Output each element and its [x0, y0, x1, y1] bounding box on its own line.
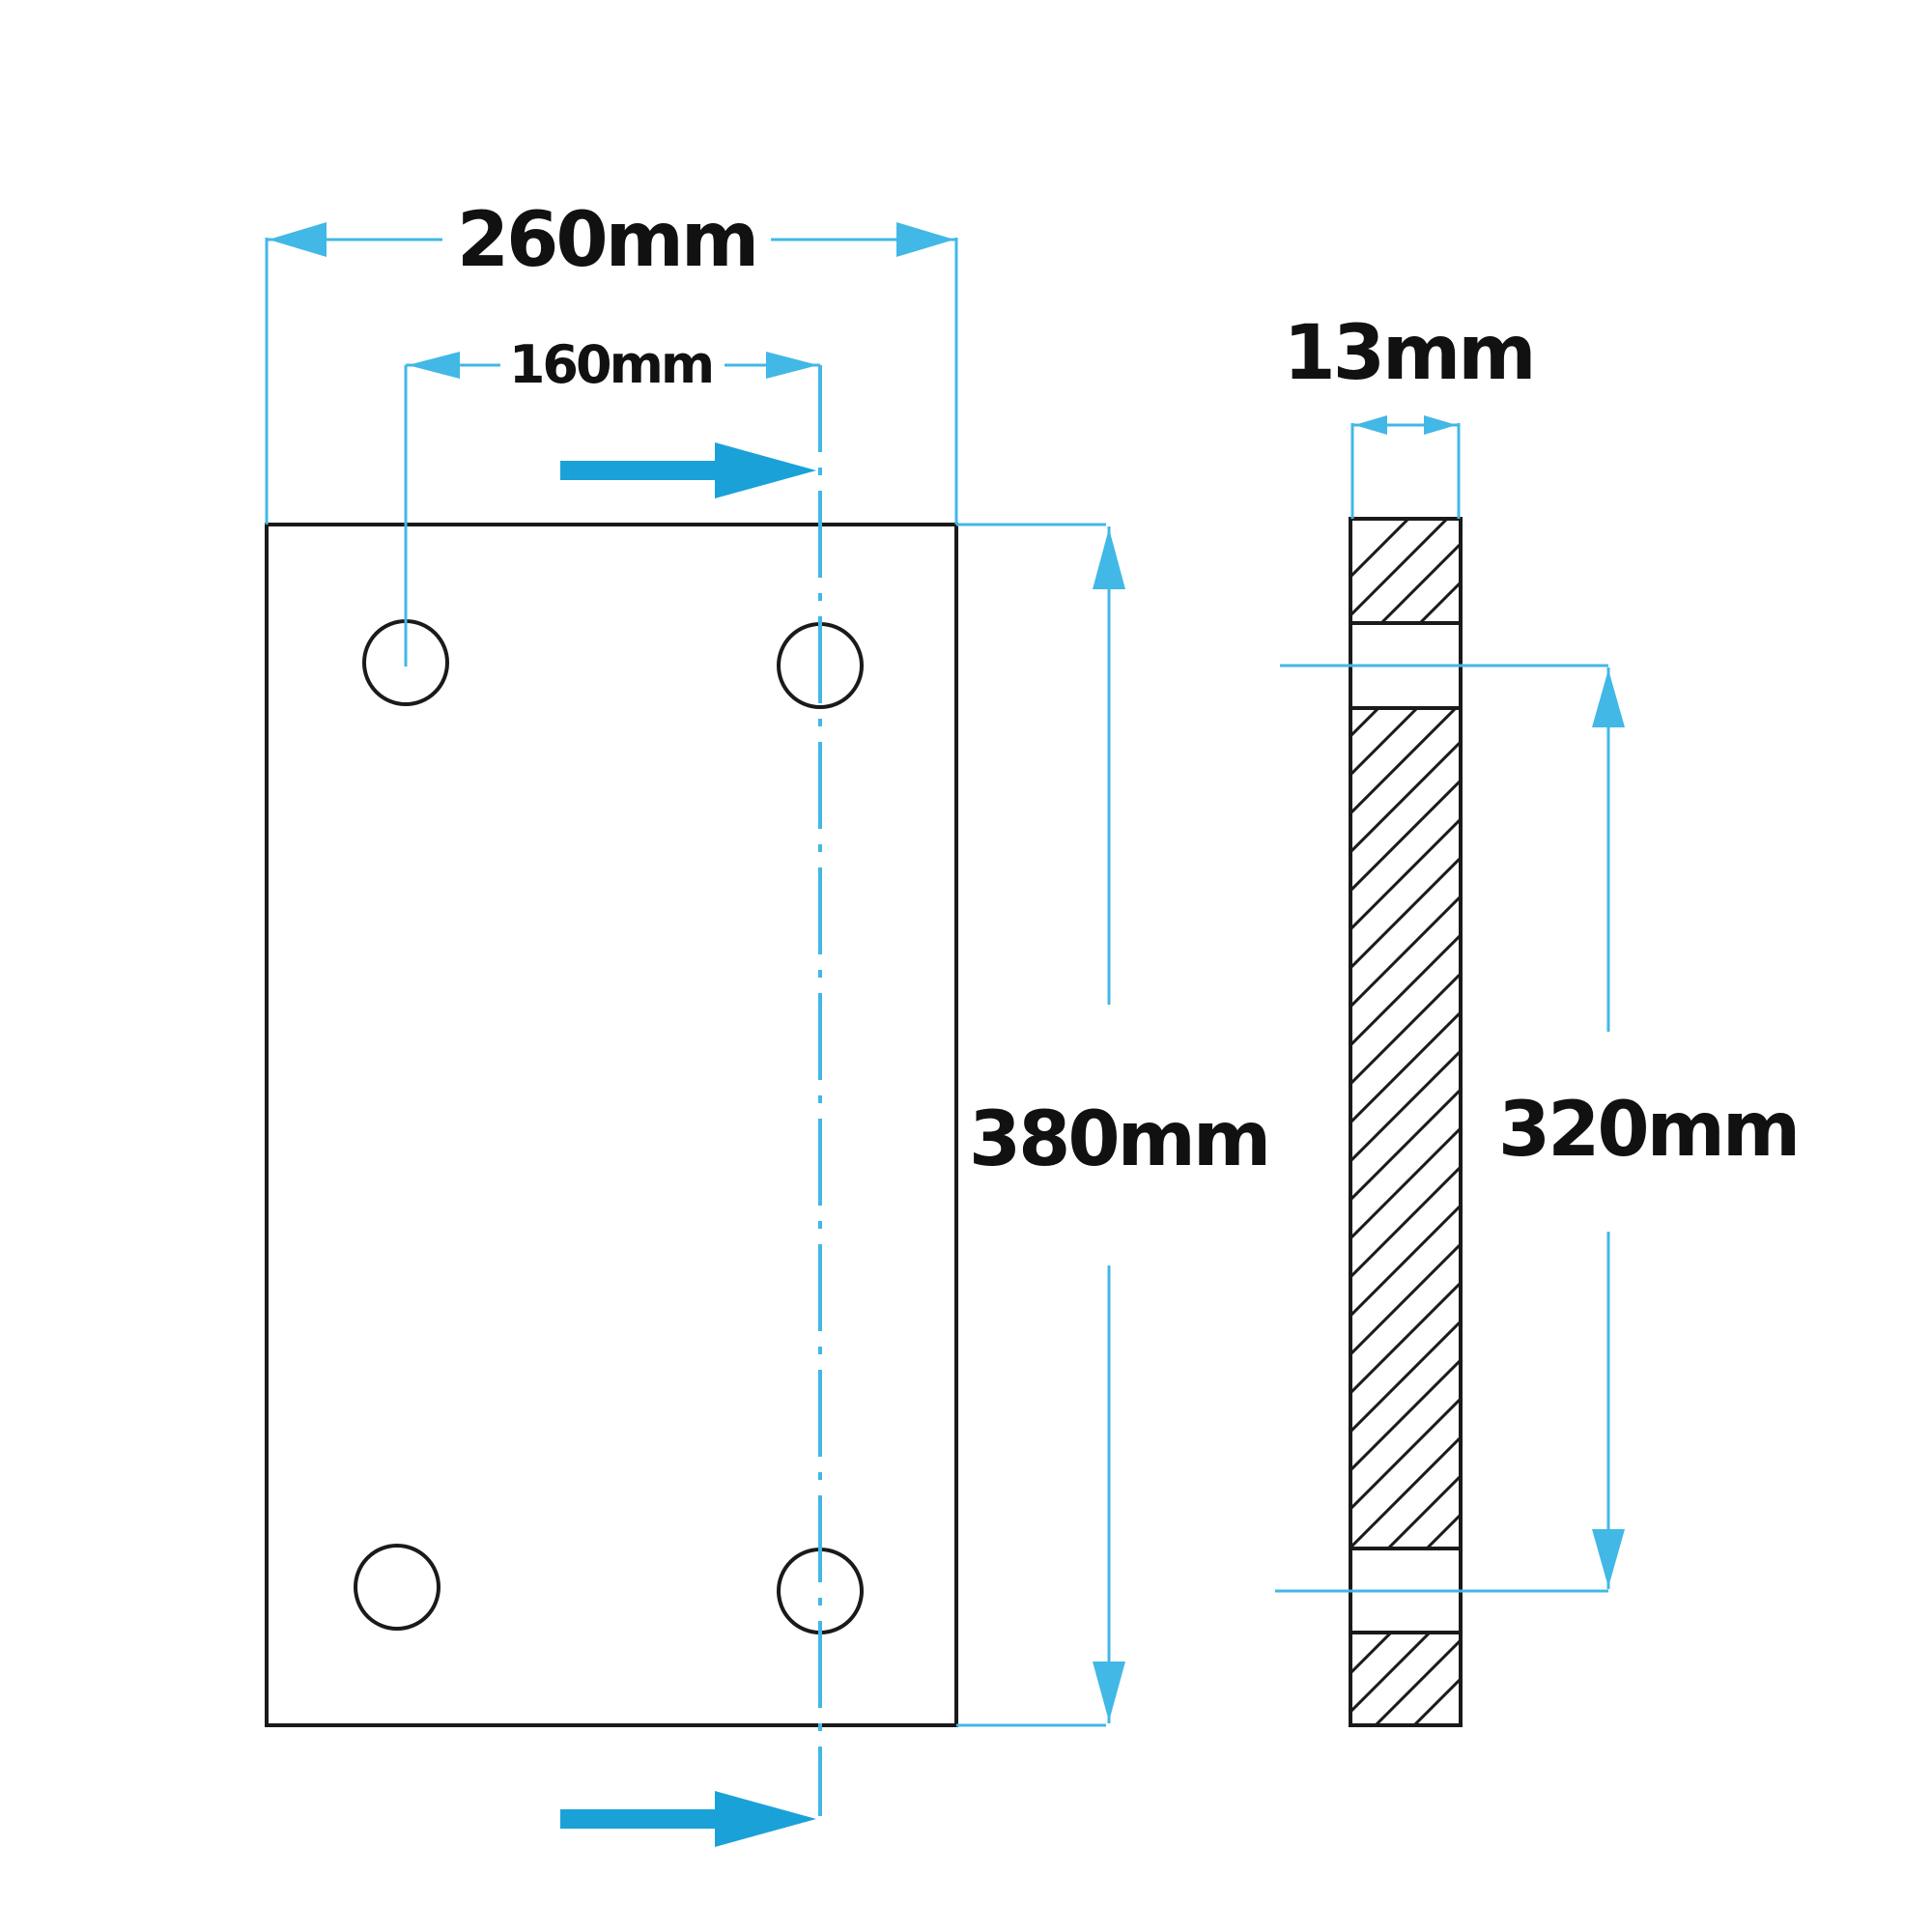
hatch-line	[1350, 1203, 1461, 1319]
hatch-line	[1350, 708, 1459, 816]
width-dimension	[265, 222, 958, 525]
bolt-hole-bottom-left	[354, 1544, 440, 1631]
height-dimension	[956, 523, 1125, 1727]
hatch-line	[1424, 1512, 1461, 1548]
hatch-bottom	[1350, 1633, 1461, 1725]
hatch-line	[1350, 1435, 1461, 1548]
side-outline	[1349, 517, 1463, 1727]
hatch-line	[1350, 932, 1461, 1048]
hatch-line	[1333, 580, 1468, 715]
hatch-line	[1333, 541, 1468, 676]
hatch-line	[1350, 971, 1461, 1087]
height-label: 380mm	[969, 1096, 1268, 1183]
width-label: 260mm	[457, 197, 756, 284]
thickness-dimension	[1350, 415, 1461, 519]
thickness-label: 13mm	[1283, 310, 1533, 397]
hatch-line	[1350, 1357, 1461, 1473]
hole-spacing-v-label: 320mm	[1498, 1087, 1798, 1174]
hatch-line	[1350, 708, 1381, 739]
hatch-line	[1350, 1280, 1461, 1396]
hole-spacing-h-label: 160mm	[509, 334, 712, 395]
hatch-line	[1350, 1048, 1461, 1164]
front-view	[265, 523, 958, 1727]
hatch-line	[1350, 708, 1420, 778]
hatch-line	[1350, 1396, 1461, 1512]
hatch-line	[1350, 855, 1461, 971]
hatch-line	[1350, 1164, 1461, 1280]
section-arrow-top	[560, 442, 816, 498]
hatch-line	[1350, 1125, 1461, 1241]
hatch-line	[1350, 1087, 1461, 1203]
plate-outline	[265, 523, 958, 1727]
hatch-line	[1350, 816, 1461, 932]
hatch-line	[1350, 778, 1461, 894]
hatch-middle	[1333, 541, 1468, 1548]
side-section-view	[1333, 517, 1468, 1727]
hole-spacing-v-dimension	[1275, 664, 1625, 1593]
hatch-line	[1350, 739, 1461, 855]
hatch-line	[1350, 1241, 1461, 1357]
section-arrow-bottom	[560, 1791, 816, 1847]
hatch-line	[1350, 1009, 1461, 1125]
hatch-line	[1350, 1319, 1461, 1435]
hatch-line	[1350, 894, 1461, 1009]
hole-spacing-h-dimension	[404, 352, 820, 667]
hatch-line	[1385, 1473, 1461, 1548]
